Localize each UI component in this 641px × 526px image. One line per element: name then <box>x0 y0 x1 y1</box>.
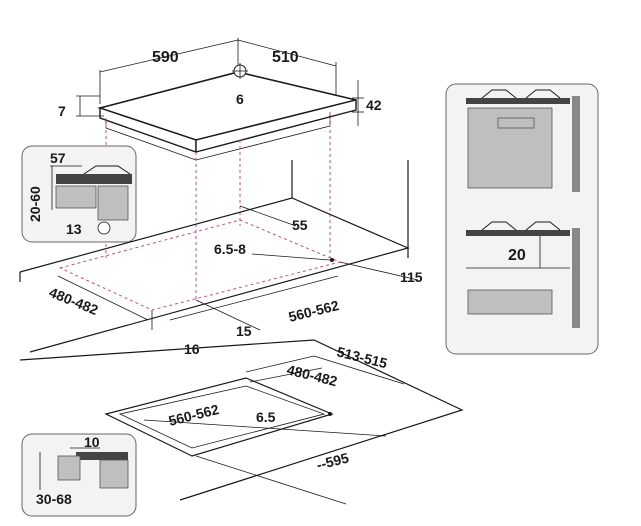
dim-detail-width-57: 57 <box>50 150 66 166</box>
dim-flush-radius-6-5: 6.5 <box>256 409 276 425</box>
dim-flush-step-10: 10 <box>84 434 100 450</box>
dim-corner-radius-6-5-8: 6.5-8 <box>214 241 246 257</box>
dim-inner-depth-480-482: 480-482 <box>285 361 339 389</box>
dim-oven-gap-20: 20 <box>508 247 526 264</box>
dim-detail-height-20-60: 20-60 <box>27 186 43 222</box>
dim-width-590: 590 <box>152 49 179 66</box>
dim-front-margin-16: 16 <box>184 341 200 357</box>
hob-top-view: 590 510 6 7 42 <box>58 38 382 161</box>
dim-cut-width-560-562: 560-562 <box>287 297 341 325</box>
detail-box-oven: 20 <box>445 83 599 355</box>
dim-flush-height-30-68: 30-68 <box>36 491 72 507</box>
dim-front-gap-15: 15 <box>236 323 252 339</box>
detail-box-flush: 10 30-68 <box>21 433 137 517</box>
dim-depth-510: 510 <box>272 49 299 66</box>
dim-thickness-7: 7 <box>58 103 66 119</box>
dim-back-clearance-55: 55 <box>292 217 308 233</box>
dim-side-115: 115 <box>400 269 423 285</box>
dim-gas-offset-13: 13 <box>66 221 82 237</box>
dim-thickness-42: 42 <box>366 97 382 113</box>
dim-outer-width-595: --595 <box>315 449 351 472</box>
dim-cut-depth-480-482: 480-482 <box>47 284 101 318</box>
dim-burner-6: 6 <box>236 91 244 107</box>
detail-box-gas: 57 20-60 13 <box>21 145 137 243</box>
dim-outer-depth-513-515: 513-515 <box>335 343 389 371</box>
